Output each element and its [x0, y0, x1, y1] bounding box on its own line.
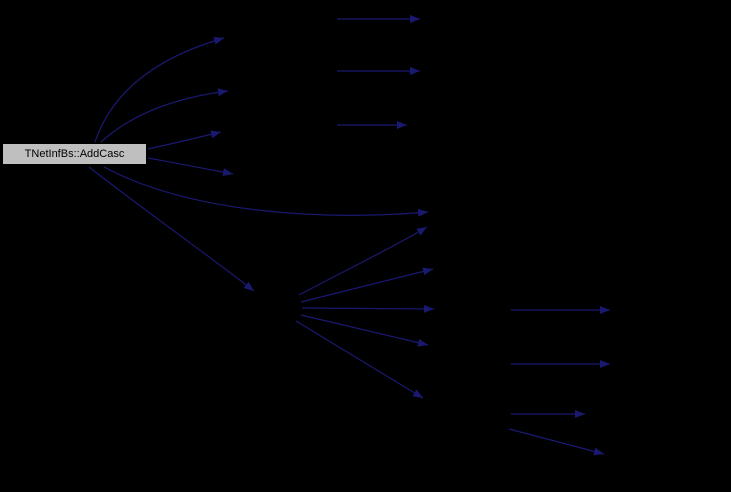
edge-mid-fan-5 [295, 320, 424, 399]
node-tnetinfbs-addcasc[interactable]: TNetInfBs::AddCasc [2, 143, 147, 165]
node-tnetinfbs-addcasc-label: TNetInfBs::AddCasc [24, 147, 125, 160]
edge-root-to-callee-1 [94, 36, 225, 143]
edge-root-to-callee-3 [147, 130, 222, 150]
edge-mid-fan-1 [298, 226, 428, 296]
edge-root-to-callee-6-down [88, 166, 255, 292]
edge-mid-fan-3 [301, 304, 435, 313]
edge-mid-fan-2 [300, 267, 434, 303]
edge-root-to-callee-5-long-curve [103, 166, 429, 217]
edge-right-4-diagonal [508, 428, 605, 456]
edge-root-to-callee-2 [100, 88, 229, 143]
edge-root-to-callee-4 [147, 157, 234, 177]
edge-mid-fan-4 [300, 314, 429, 347]
